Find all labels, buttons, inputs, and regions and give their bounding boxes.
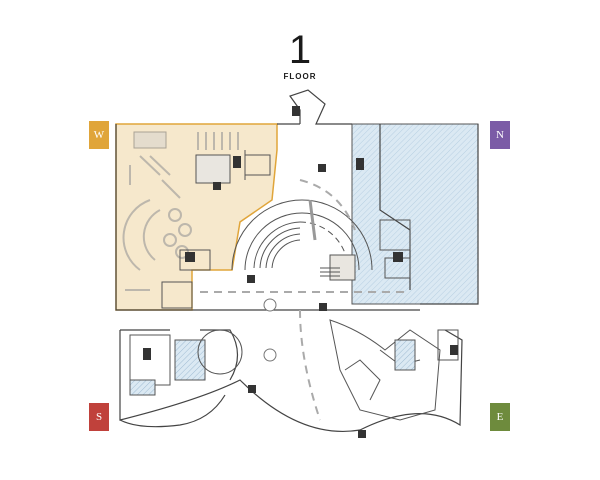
wing-marker-south[interactable]: S [89,403,109,431]
info-icon [263,298,277,362]
wing-marker-west[interactable]: W [89,121,109,149]
restroom-icon [143,345,458,360]
central-plaza [231,199,373,271]
south-interior [129,329,243,396]
west-wing-walls [161,150,271,309]
stairs-icon [320,267,340,277]
elevator-icon [247,106,366,438]
west-wing-furniture [122,131,239,291]
floor-number: 1 [288,28,312,72]
east-interior [329,319,459,421]
north-wing-area[interactable] [351,123,479,305]
restroom-icon [356,158,364,170]
walkways [200,179,405,421]
wing-marker-north[interactable]: N [490,121,510,149]
north-interior [308,199,411,281]
restroom-icon [213,156,241,190]
accessible-icon [185,252,403,262]
floor-label: FLOOR [283,72,317,81]
wing-marker-east[interactable]: E [490,403,510,431]
